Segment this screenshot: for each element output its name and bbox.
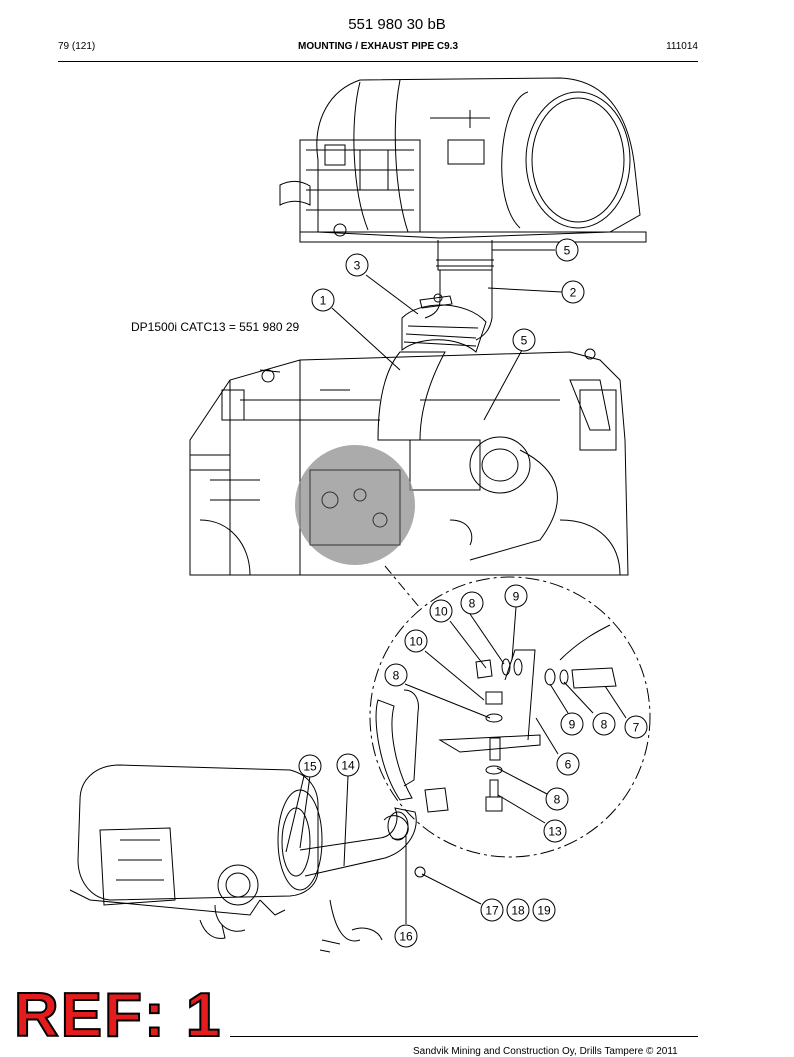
leader-lines <box>285 249 627 924</box>
callout-balloon: 8 <box>384 663 408 687</box>
svg-text:7: 7 <box>633 721 640 735</box>
svg-text:10: 10 <box>409 635 423 649</box>
svg-text:10: 10 <box>434 605 448 619</box>
svg-text:5: 5 <box>521 334 528 348</box>
callout-balloon: 1 <box>311 288 335 312</box>
svg-text:9: 9 <box>513 590 520 604</box>
callout-balloon: 8 <box>460 591 484 615</box>
callout-balloon: 16 <box>394 924 418 948</box>
svg-text:18: 18 <box>511 904 525 918</box>
svg-text:8: 8 <box>554 793 561 807</box>
callout-balloon: 9 <box>560 712 584 736</box>
footer-rule <box>230 1036 698 1037</box>
footer-copyright: Sandvik Mining and Construction Oy, Dril… <box>413 1046 678 1057</box>
callout-balloon: 8 <box>545 787 569 811</box>
callout-balloon: 13 <box>543 819 567 843</box>
engine-illustration <box>189 348 629 576</box>
svg-text:13: 13 <box>548 825 562 839</box>
svg-text:19: 19 <box>537 904 551 918</box>
svg-text:17: 17 <box>485 904 499 918</box>
document-code: 111014 <box>666 41 698 52</box>
svg-text:8: 8 <box>601 718 608 732</box>
callout-balloon: 2 <box>561 280 585 304</box>
callout-balloon: 3 <box>345 253 369 277</box>
svg-text:8: 8 <box>469 597 476 611</box>
svg-text:6: 6 <box>565 758 572 772</box>
svg-text:1: 1 <box>320 294 327 308</box>
callout-balloon: 10 <box>429 599 453 623</box>
header-rule <box>58 61 698 62</box>
callout-balloon: 8 <box>592 712 616 736</box>
variant-note: DP1500i CATC13 = 551 980 29 <box>131 320 300 334</box>
detail-view-circle <box>369 576 651 858</box>
bracket-assembly-illustration <box>375 624 617 813</box>
callout-balloon: 19 <box>532 898 556 922</box>
detail-bracket-silhouette <box>309 469 401 546</box>
svg-text:14: 14 <box>341 759 355 773</box>
callout-balloon: 15 <box>298 754 322 778</box>
callout-balloon: 6 <box>556 752 580 776</box>
svg-text:5: 5 <box>564 244 571 258</box>
svg-text:8: 8 <box>393 669 400 683</box>
svg-text:2: 2 <box>570 286 577 300</box>
callout-balloon: 18 <box>506 898 530 922</box>
callout-balloon: 14 <box>336 753 360 777</box>
callout-balloon: 5 <box>555 238 579 262</box>
callout-balloon: 10 <box>404 629 428 653</box>
detail-highlight-circle <box>295 445 415 565</box>
callout-balloon: 17 <box>480 898 504 922</box>
svg-text:15: 15 <box>303 760 317 774</box>
detail-leader <box>384 565 421 609</box>
callout-balloon: 9 <box>504 584 528 608</box>
ref-stamp: REF: 1 <box>13 981 223 1050</box>
muffler-illustration <box>69 764 383 953</box>
tail-pipe-illustration <box>299 807 426 878</box>
page-number: 79 (121) <box>58 41 96 52</box>
svg-text:3: 3 <box>354 259 361 273</box>
page-title: MOUNTING / EXHAUST PIPE C9.3 <box>297 41 459 52</box>
callout-balloon: 5 <box>512 328 536 352</box>
callout-balloon: 7 <box>624 715 648 739</box>
svg-text:16: 16 <box>399 930 413 944</box>
document-number: 551 980 30 bB <box>348 16 446 33</box>
dpf-unit-illustration <box>279 77 647 271</box>
svg-text:9: 9 <box>569 718 576 732</box>
